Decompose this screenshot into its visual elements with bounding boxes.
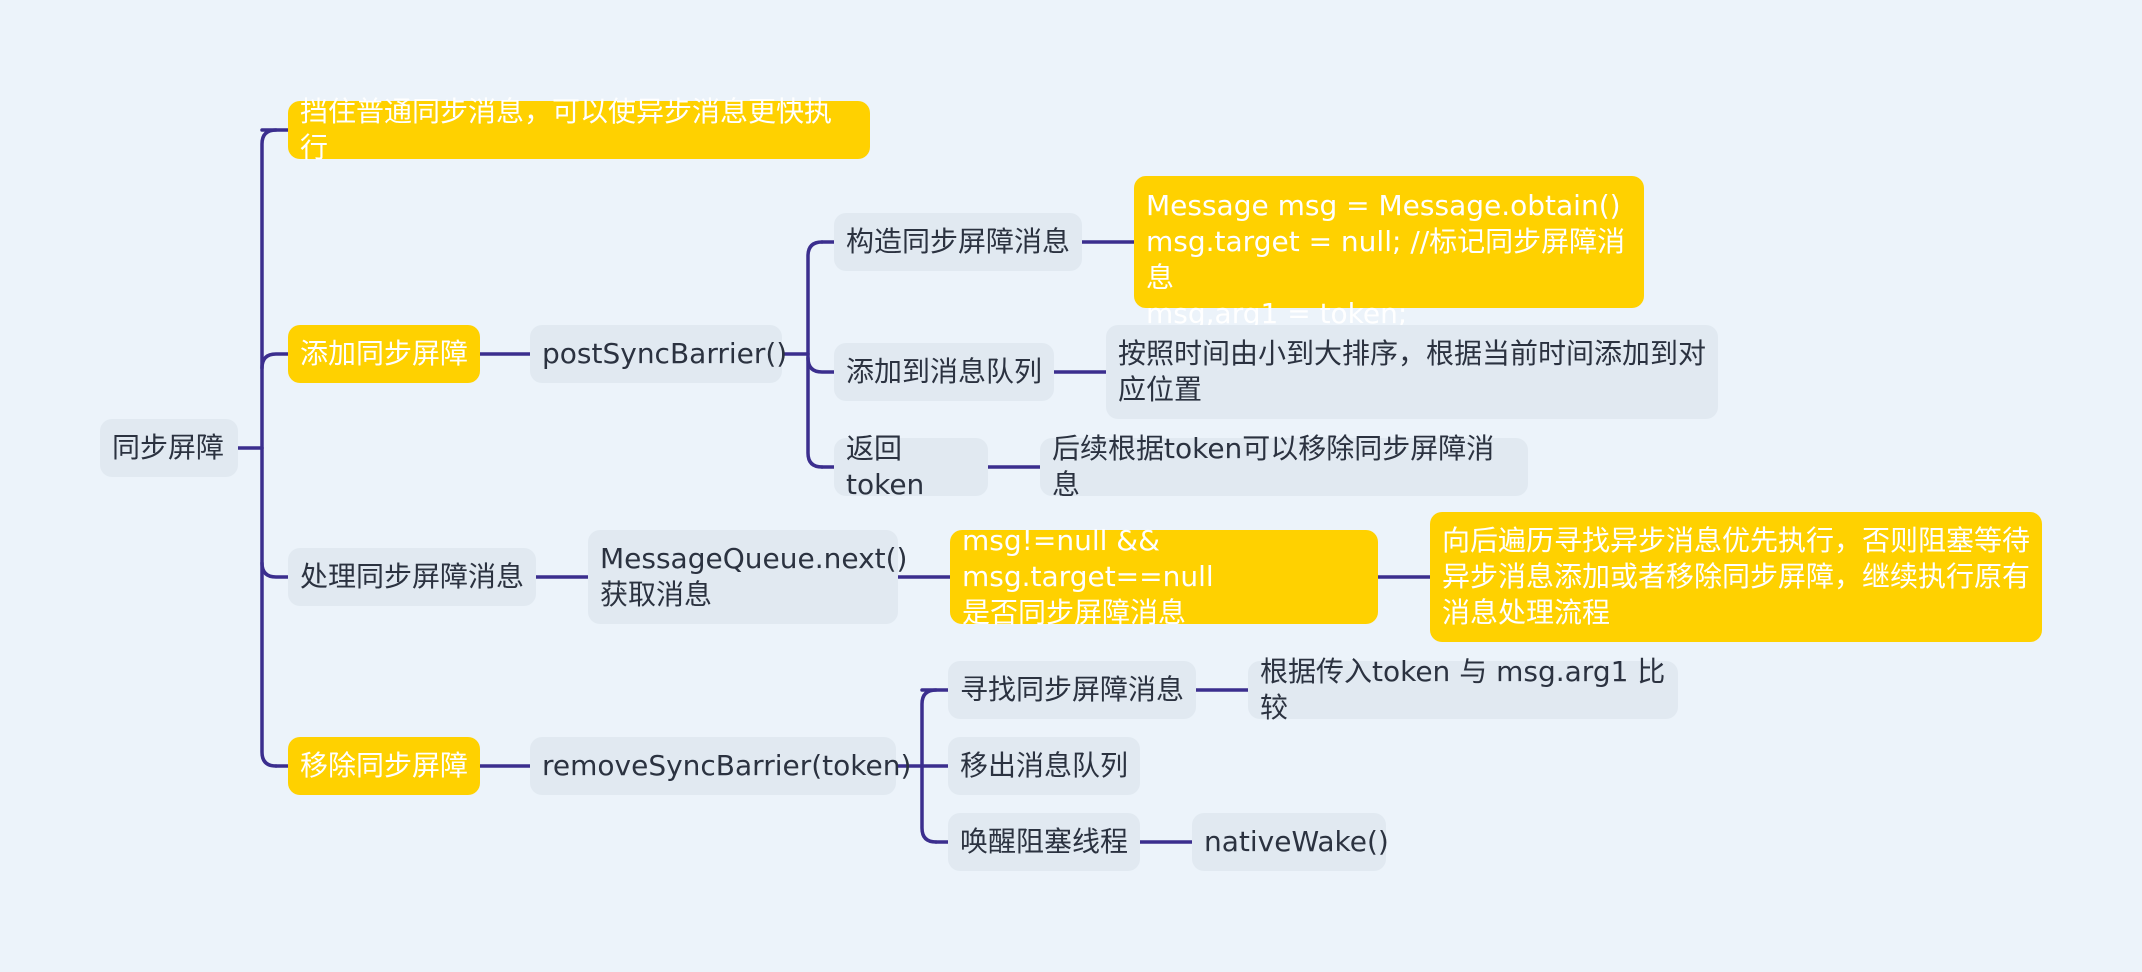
node-find-barrier-label: 寻找同步屏障消息 <box>960 673 1185 706</box>
node-remove-barrier-label: 移除同步屏障 <box>300 749 469 782</box>
node-enqueue[interactable]: 添加到消息队列 <box>834 343 1054 401</box>
node-wake-thread-label: 唤醒阻塞线程 <box>960 825 1129 858</box>
node-add-barrier[interactable]: 添加同步屏障 <box>288 325 480 383</box>
node-handle-barrier-label: 处理同步屏障消息 <box>300 560 525 593</box>
node-build-message-code[interactable]: Message msg = Message.obtain() msg.targe… <box>1134 176 1644 330</box>
node-enqueue-detail[interactable]: 按照时间由小到大排序，根据当前时间添加到对 应位置 <box>1106 325 1718 419</box>
connector-add <box>260 352 290 370</box>
connector-level3-trunk <box>806 240 824 469</box>
connector-level1-trunk <box>260 128 278 768</box>
node-purpose[interactable]: 挡住普通同步消息，可以使异步消息更快执行 <box>288 95 870 164</box>
node-remove-sync-barrier-label: removeSyncBarrier(token) <box>542 749 912 782</box>
node-dequeue[interactable]: 移出消息队列 <box>948 737 1140 795</box>
node-add-barrier-label: 添加同步屏障 <box>300 337 469 370</box>
node-build-message[interactable]: 构造同步屏障消息 <box>834 213 1082 271</box>
node-remove-sync-barrier[interactable]: removeSyncBarrier(token) <box>530 737 911 795</box>
node-purpose-label: 挡住普通同步消息，可以使异步消息更快执行 <box>300 95 833 164</box>
node-root-label: 同步屏障 <box>112 431 225 464</box>
node-find-barrier-detail-label: 根据传入token 与 msg.arg1 比较 <box>1260 655 1666 724</box>
node-find-barrier-detail[interactable]: 根据传入token 与 msg.arg1 比较 <box>1248 655 1678 724</box>
connector-enqueue <box>806 356 836 374</box>
node-message-queue-next[interactable]: MessageQueue.next() 获取消息 <box>588 530 907 624</box>
node-barrier-check[interactable]: msg!=null && msg.target==null 是否同步屏障消息 <box>950 524 1378 629</box>
node-find-barrier[interactable]: 寻找同步屏障消息 <box>948 661 1196 719</box>
node-enqueue-detail-label: 按照时间由小到大排序，根据当前时间添加到对 应位置 <box>1118 337 1707 406</box>
node-post-sync-barrier-label: postSyncBarrier() <box>542 337 788 370</box>
node-remove-barrier[interactable]: 移除同步屏障 <box>288 737 480 795</box>
node-native-wake-label: nativeWake() <box>1204 825 1389 858</box>
node-enqueue-label: 添加到消息队列 <box>846 355 1043 388</box>
node-native-wake[interactable]: nativeWake() <box>1192 813 1389 871</box>
connector-handle <box>260 561 290 579</box>
node-return-token-detail[interactable]: 后续根据token可以移除同步屏障消息 <box>1040 432 1528 501</box>
node-return-token-detail-label: 后续根据token可以移除同步屏障消息 <box>1052 432 1495 501</box>
node-build-message-label: 构造同步屏障消息 <box>846 225 1071 258</box>
node-return-token[interactable]: 返回token <box>834 432 988 501</box>
node-barrier-check-result-label: 向后遍历寻找异步消息优先执行，否则阻塞等待 异步消息添加或者移除同步屏障，继续执… <box>1442 524 2031 629</box>
node-barrier-check-label: msg!=null && msg.target==null 是否同步屏障消息 <box>962 524 1214 629</box>
node-return-token-label: 返回token <box>846 432 925 501</box>
node-post-sync-barrier[interactable]: postSyncBarrier() <box>530 325 787 383</box>
node-dequeue-label: 移出消息队列 <box>960 749 1129 782</box>
node-message-queue-next-label: MessageQueue.next() 获取消息 <box>600 542 908 611</box>
node-build-message-code-label: Message msg = Message.obtain() msg.targe… <box>1146 189 1626 330</box>
node-handle-barrier[interactable]: 处理同步屏障消息 <box>288 548 536 606</box>
node-root[interactable]: 同步屏障 <box>100 419 238 477</box>
node-wake-thread[interactable]: 唤醒阻塞线程 <box>948 813 1140 871</box>
node-barrier-check-result[interactable]: 向后遍历寻找异步消息优先执行，否则阻塞等待 异步消息添加或者移除同步屏障，继续执… <box>1430 512 2042 642</box>
